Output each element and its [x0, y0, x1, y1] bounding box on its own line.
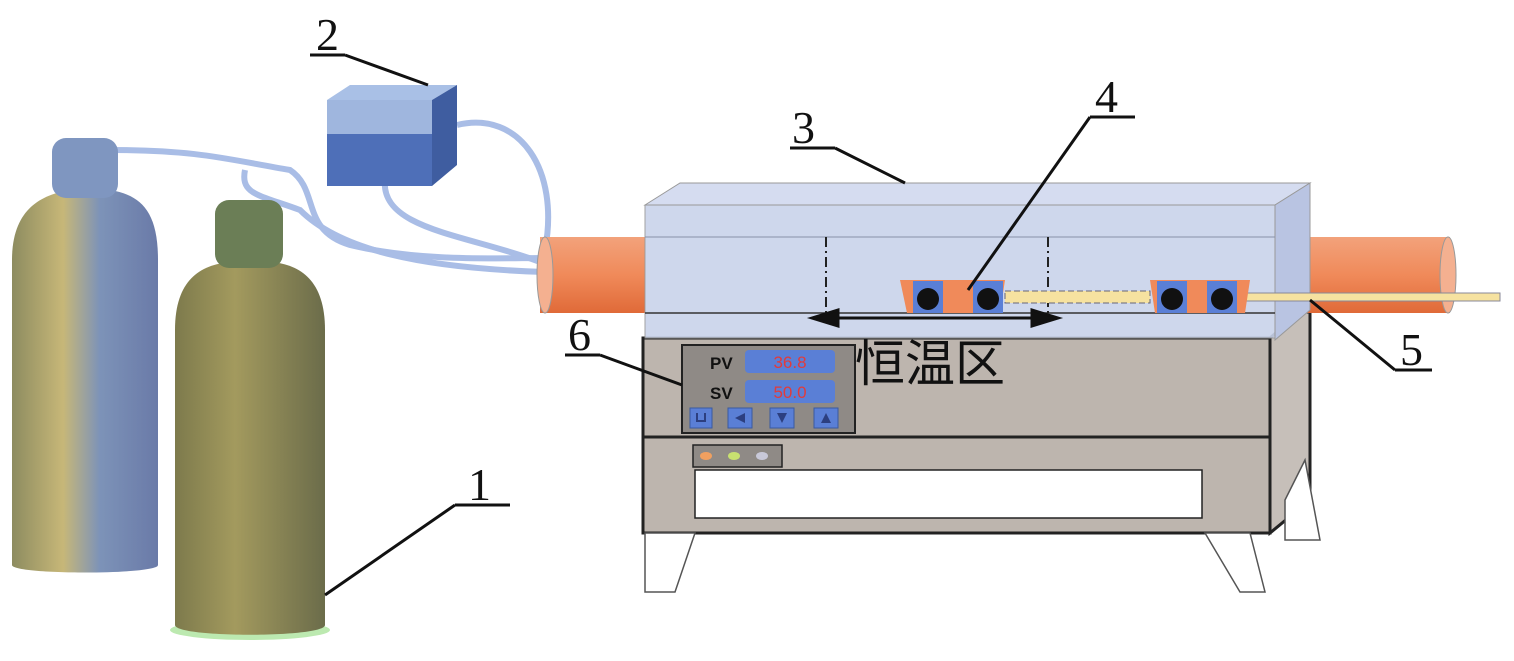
- flow-controller-box: [327, 85, 457, 186]
- label-6: 6: [568, 309, 591, 360]
- label-5: 5: [1400, 324, 1423, 375]
- callout-lines: [310, 53, 1432, 597]
- pv-display: [745, 350, 835, 373]
- sv-value: 50.0: [773, 383, 806, 402]
- cycle-icon[interactable]: [689, 407, 713, 429]
- pv-value: 36.8: [773, 353, 806, 372]
- temperature-controller: PV SV 36.8 50.0: [681, 344, 856, 434]
- gas-cylinder-left: [12, 138, 158, 573]
- sv-label: SV: [710, 384, 733, 403]
- label-3: 3: [792, 102, 815, 153]
- pv-label: PV: [710, 354, 733, 373]
- constant-temp-zone-arrow: [806, 307, 1064, 329]
- constant-temp-zone-label: 恒温区: [855, 335, 1005, 393]
- label-4: 4: [1095, 71, 1118, 122]
- label-1: 1: [468, 459, 491, 510]
- sv-display: [745, 380, 835, 403]
- label-2: 2: [316, 9, 339, 60]
- gas-cylinder-right: [170, 200, 330, 640]
- indicator-leds: [700, 452, 768, 460]
- sample-boats: [900, 280, 1501, 313]
- furnace-body: [643, 182, 1312, 342]
- gas-lines: [109, 119, 552, 275]
